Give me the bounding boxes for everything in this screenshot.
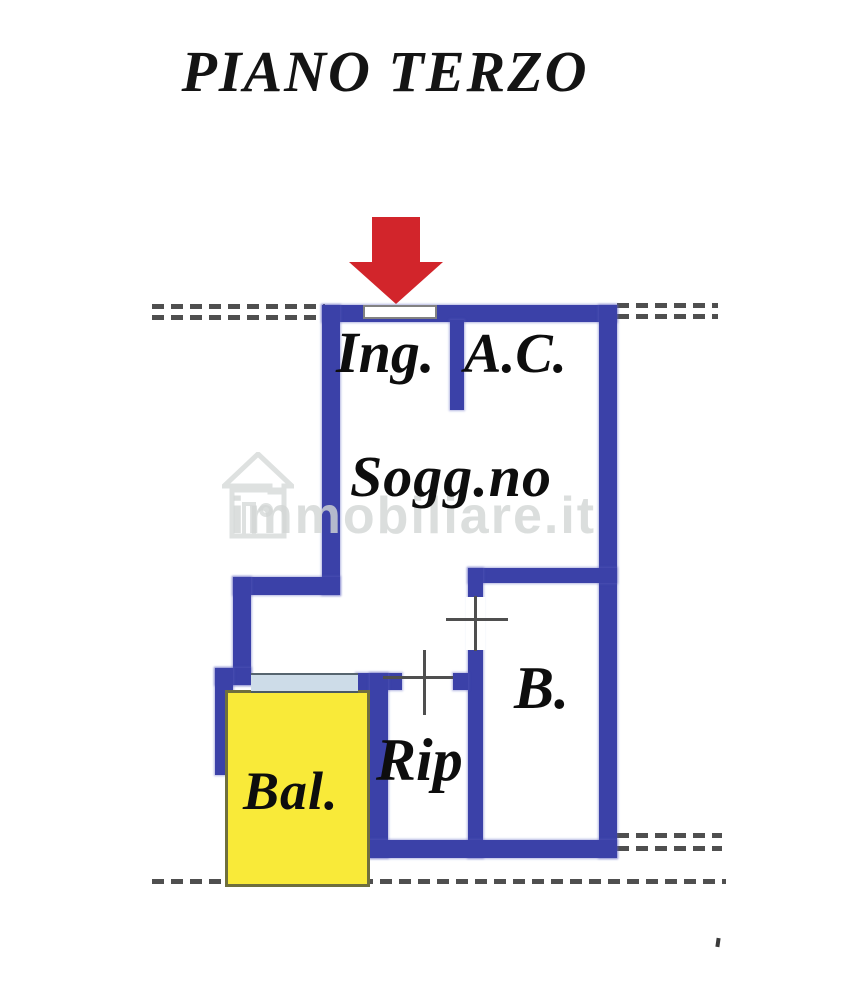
dashed-line-top-right-1 [617, 303, 718, 308]
dashed-line-top-left-1 [152, 304, 325, 309]
watermark-house-icon [222, 452, 294, 539]
entrance-door-opening [363, 305, 437, 319]
wall-rip-top-right [453, 673, 468, 690]
dashed-line-top-left-2 [152, 315, 325, 320]
wall-bottom [370, 840, 617, 858]
wall-left [322, 305, 340, 595]
entrance-arrow-icon [349, 262, 443, 304]
room-label-angolo-cottura: A.C. [464, 323, 567, 385]
dashed-line-top-right-2 [617, 314, 718, 319]
rip-door-line [383, 676, 453, 679]
room-label-soggiorno: Sogg.no [350, 444, 553, 509]
wall-divider-ing-ac [450, 320, 464, 410]
wall-step-horizontal [233, 577, 340, 595]
dashed-line-bottom-right-2 [617, 846, 722, 851]
bagno-door-cross-line [446, 618, 508, 621]
page-title: PIANO TERZO [181, 39, 589, 104]
bagno-door-line [474, 596, 477, 651]
rip-door-cross-line [423, 650, 426, 715]
room-label-ingresso: Ing. [336, 320, 435, 385]
balcony-window [251, 673, 358, 693]
wall-step-vertical [233, 577, 251, 685]
wall-bagno-top [468, 568, 617, 583]
room-label-bagno: B. [514, 655, 570, 721]
dashed-line-bottom-right-1 [617, 833, 722, 838]
wall-rip-left [370, 673, 388, 858]
dashed-line-bottom [152, 879, 726, 884]
room-label-balcone: Bal. [243, 761, 339, 821]
watermark-text: immobiliare.it [230, 487, 597, 545]
artifact-mark [715, 937, 721, 948]
room-label-ripostiglio: Rip [376, 727, 463, 793]
entrance-arrow-shaft [372, 217, 420, 263]
